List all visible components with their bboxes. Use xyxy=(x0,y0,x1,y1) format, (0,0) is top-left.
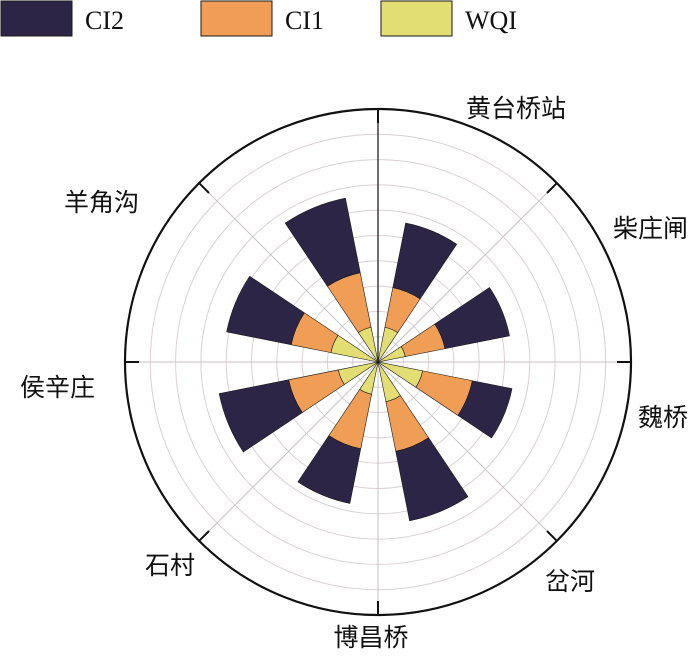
tick-mark-8 xyxy=(198,182,210,194)
category-label-4: 岔河 xyxy=(545,567,595,596)
bar-ci2-1 xyxy=(392,222,458,300)
legend: CI2 CI1 WQI xyxy=(0,0,517,37)
tick-mark-6 xyxy=(198,530,210,542)
legend-swatch-wqi xyxy=(380,0,453,37)
spoke-2 xyxy=(377,182,558,363)
bar-ci2-7 xyxy=(226,275,305,346)
legend-label-ci1: CI1 xyxy=(285,6,324,35)
category-label-1: 黄台桥站 xyxy=(466,94,566,123)
tick-mark-4 xyxy=(546,530,558,542)
category-label-8: 羊角沟 xyxy=(64,188,139,217)
category-label-6: 石村 xyxy=(145,551,195,580)
outer-ring xyxy=(123,107,633,617)
bar-ci2-6 xyxy=(218,379,303,453)
category-label-2: 柴庄闸 xyxy=(613,214,688,243)
spoke-6 xyxy=(198,361,379,542)
tick-mark-2 xyxy=(546,182,558,194)
bar-ci2-4 xyxy=(395,437,469,522)
legend-label-wqi: WQI xyxy=(465,6,517,35)
spoke-8 xyxy=(198,182,379,363)
bars xyxy=(218,197,513,522)
bar-ci2-5 xyxy=(297,435,362,504)
category-label-5: 博昌桥 xyxy=(333,623,408,652)
category-label-3: 魏桥 xyxy=(638,403,688,432)
spoke-4 xyxy=(377,361,558,542)
bar-ci2-8 xyxy=(284,197,361,287)
angular-grid xyxy=(125,109,631,615)
legend-label-ci2: CI2 xyxy=(85,6,124,35)
bar-ci2-2 xyxy=(434,287,510,350)
category-label-7: 侯辛庄 xyxy=(20,373,95,402)
legend-swatch-ci1 xyxy=(200,0,273,37)
bar-ci2-3 xyxy=(457,380,513,439)
legend-swatch-ci2 xyxy=(0,0,73,37)
